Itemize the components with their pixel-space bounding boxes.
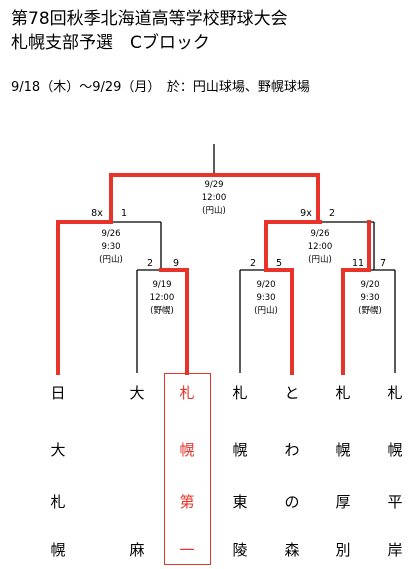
m3-score-left: 11 xyxy=(352,258,364,269)
final-time: 12:00 xyxy=(202,193,227,203)
team-1-char: 札 xyxy=(50,493,66,511)
team-6-char: 札 xyxy=(335,384,351,402)
final-date: 9/29 xyxy=(204,180,223,190)
m2-time: 9:30 xyxy=(256,293,275,303)
m2-score-right: 5 xyxy=(276,258,282,269)
champion-highlight-box xyxy=(164,373,211,565)
sf2-score-left: 9x xyxy=(300,208,312,219)
team-7-char: 札 xyxy=(387,384,403,402)
team-5-char: と xyxy=(284,384,300,402)
page-title: 第78回秋季北海道高等学校野球大会 xyxy=(11,9,288,29)
sf2-venue: (円山) xyxy=(308,254,332,265)
m3-date: 9/20 xyxy=(360,280,379,290)
team-5-char: わ xyxy=(284,441,300,459)
m2-score-left: 2 xyxy=(250,258,256,269)
m1-score-left: 2 xyxy=(147,258,153,269)
sf1-score-right: 1 xyxy=(121,208,127,219)
team-1-char: 大 xyxy=(50,441,66,459)
team-7-char: 岸 xyxy=(387,541,403,559)
team-5-char: の xyxy=(284,493,300,511)
sf1-venue: (円山) xyxy=(99,254,123,265)
team-3-char: 第 xyxy=(179,493,195,511)
m1-score-right: 9 xyxy=(173,258,179,269)
m2-venue: (円山) xyxy=(254,305,278,316)
m3-score-right: 7 xyxy=(380,258,386,269)
sf2-date: 9/26 xyxy=(310,229,329,239)
schedule-text: 9/18（木）～9/29（月） 於：円山球場、野幌球場 xyxy=(11,80,310,95)
m1-time: 12:00 xyxy=(150,293,175,303)
m3-venue: (野幌) xyxy=(358,305,382,316)
m1-date: 9/19 xyxy=(152,280,171,290)
team-6-char: 別 xyxy=(335,541,351,559)
m3-time: 9:30 xyxy=(360,293,379,303)
m1-venue: (野幌) xyxy=(150,305,174,316)
m2-date: 9/20 xyxy=(256,280,275,290)
sf2-time: 12:00 xyxy=(308,242,333,252)
team-7-char: 平 xyxy=(387,493,403,511)
team-5-char: 森 xyxy=(284,541,300,559)
team-3-char: 札 xyxy=(179,384,195,402)
team-7-char: 幌 xyxy=(387,441,403,459)
team-3-char: 一 xyxy=(179,541,195,559)
team-1-char: 幌 xyxy=(50,541,66,559)
team-2-char: 大 xyxy=(129,384,145,402)
sf2-score-right: 2 xyxy=(329,208,335,219)
sf1-score-left: 8x xyxy=(91,208,103,219)
sf1-time: 9:30 xyxy=(101,242,120,252)
team-4-char: 幌 xyxy=(232,441,248,459)
team-4-char: 札 xyxy=(232,384,248,402)
team-2-char: 麻 xyxy=(129,541,145,559)
team-3-char: 幌 xyxy=(179,441,195,459)
final-venue: (円山) xyxy=(202,205,226,216)
team-4-char: 東 xyxy=(232,493,248,511)
team-1-char: 日 xyxy=(50,384,66,402)
team-4-char: 陵 xyxy=(232,541,248,559)
team-6-char: 幌 xyxy=(335,441,351,459)
page-subtitle: 札幌支部予選 Cブロック xyxy=(11,33,210,53)
team-6-char: 厚 xyxy=(335,493,351,511)
sf1-date: 9/26 xyxy=(101,229,120,239)
